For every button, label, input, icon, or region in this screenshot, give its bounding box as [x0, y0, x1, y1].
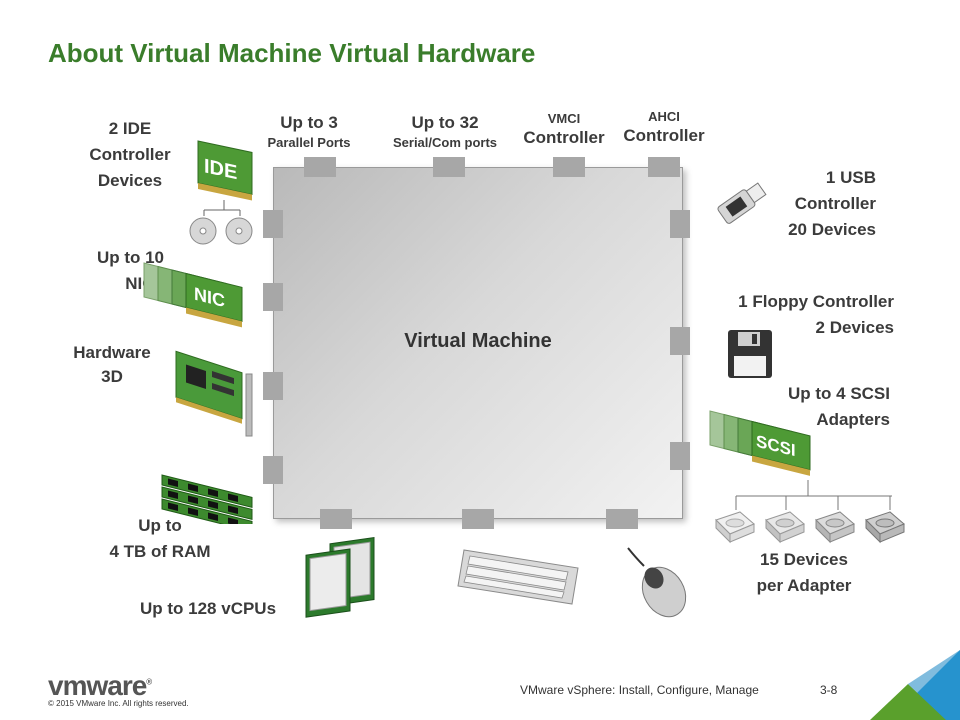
- label-vcpus: Up to 128 vCPUs: [140, 599, 277, 618]
- scsi-bus-lines: [735, 480, 892, 510]
- vm-label: Virtual Machine: [404, 330, 552, 352]
- graphics-card-icon: [175, 350, 253, 437]
- port-ide: [263, 210, 283, 238]
- hard-disk-icon: [715, 511, 755, 544]
- port-cpu: [320, 509, 352, 529]
- port-nic: [263, 283, 283, 311]
- port-floppy: [670, 327, 690, 355]
- hard-disk-icon: [865, 511, 905, 544]
- port-parallel: [304, 157, 336, 177]
- hard-disk-icon: [815, 511, 855, 544]
- page-title: About Virtual Machine Virtual Hardware: [48, 38, 536, 68]
- port-scsi: [670, 442, 690, 470]
- nic-card-icon: NIC: [143, 262, 243, 328]
- scsi-card-icon: SCSI: [709, 410, 811, 476]
- port-ram: [263, 456, 283, 484]
- course-title: VMware vSphere: Install, Configure, Mana…: [520, 683, 759, 697]
- virtual-machine-box: Virtual Machine: [273, 167, 683, 519]
- port-3d: [263, 372, 283, 400]
- ram-module-icon: [161, 474, 253, 524]
- port-mouse: [606, 509, 638, 529]
- page-number: 3-8: [820, 683, 838, 697]
- port-ahci: [648, 157, 680, 177]
- floppy-disk-icon: [728, 330, 772, 378]
- ide-card-icon: IDE: [197, 140, 253, 216]
- port-serial: [433, 157, 465, 177]
- hard-disk-icon: [765, 511, 805, 544]
- cd-disc-icon: [189, 217, 217, 245]
- port-keyboard: [462, 509, 494, 529]
- copyright-text: © 2015 VMware Inc. All rights reserved.: [48, 699, 189, 708]
- usb-drive-icon: [717, 182, 767, 224]
- cd-disc-icon: [225, 217, 253, 245]
- cpu-icon: [305, 537, 375, 618]
- vmware-logo: vmware®: [48, 670, 152, 701]
- keyboard-icon: [457, 549, 579, 605]
- port-vmci: [553, 157, 585, 177]
- mouse-icon: [627, 547, 687, 618]
- port-usb: [670, 210, 690, 238]
- corner-decoration: [870, 650, 960, 720]
